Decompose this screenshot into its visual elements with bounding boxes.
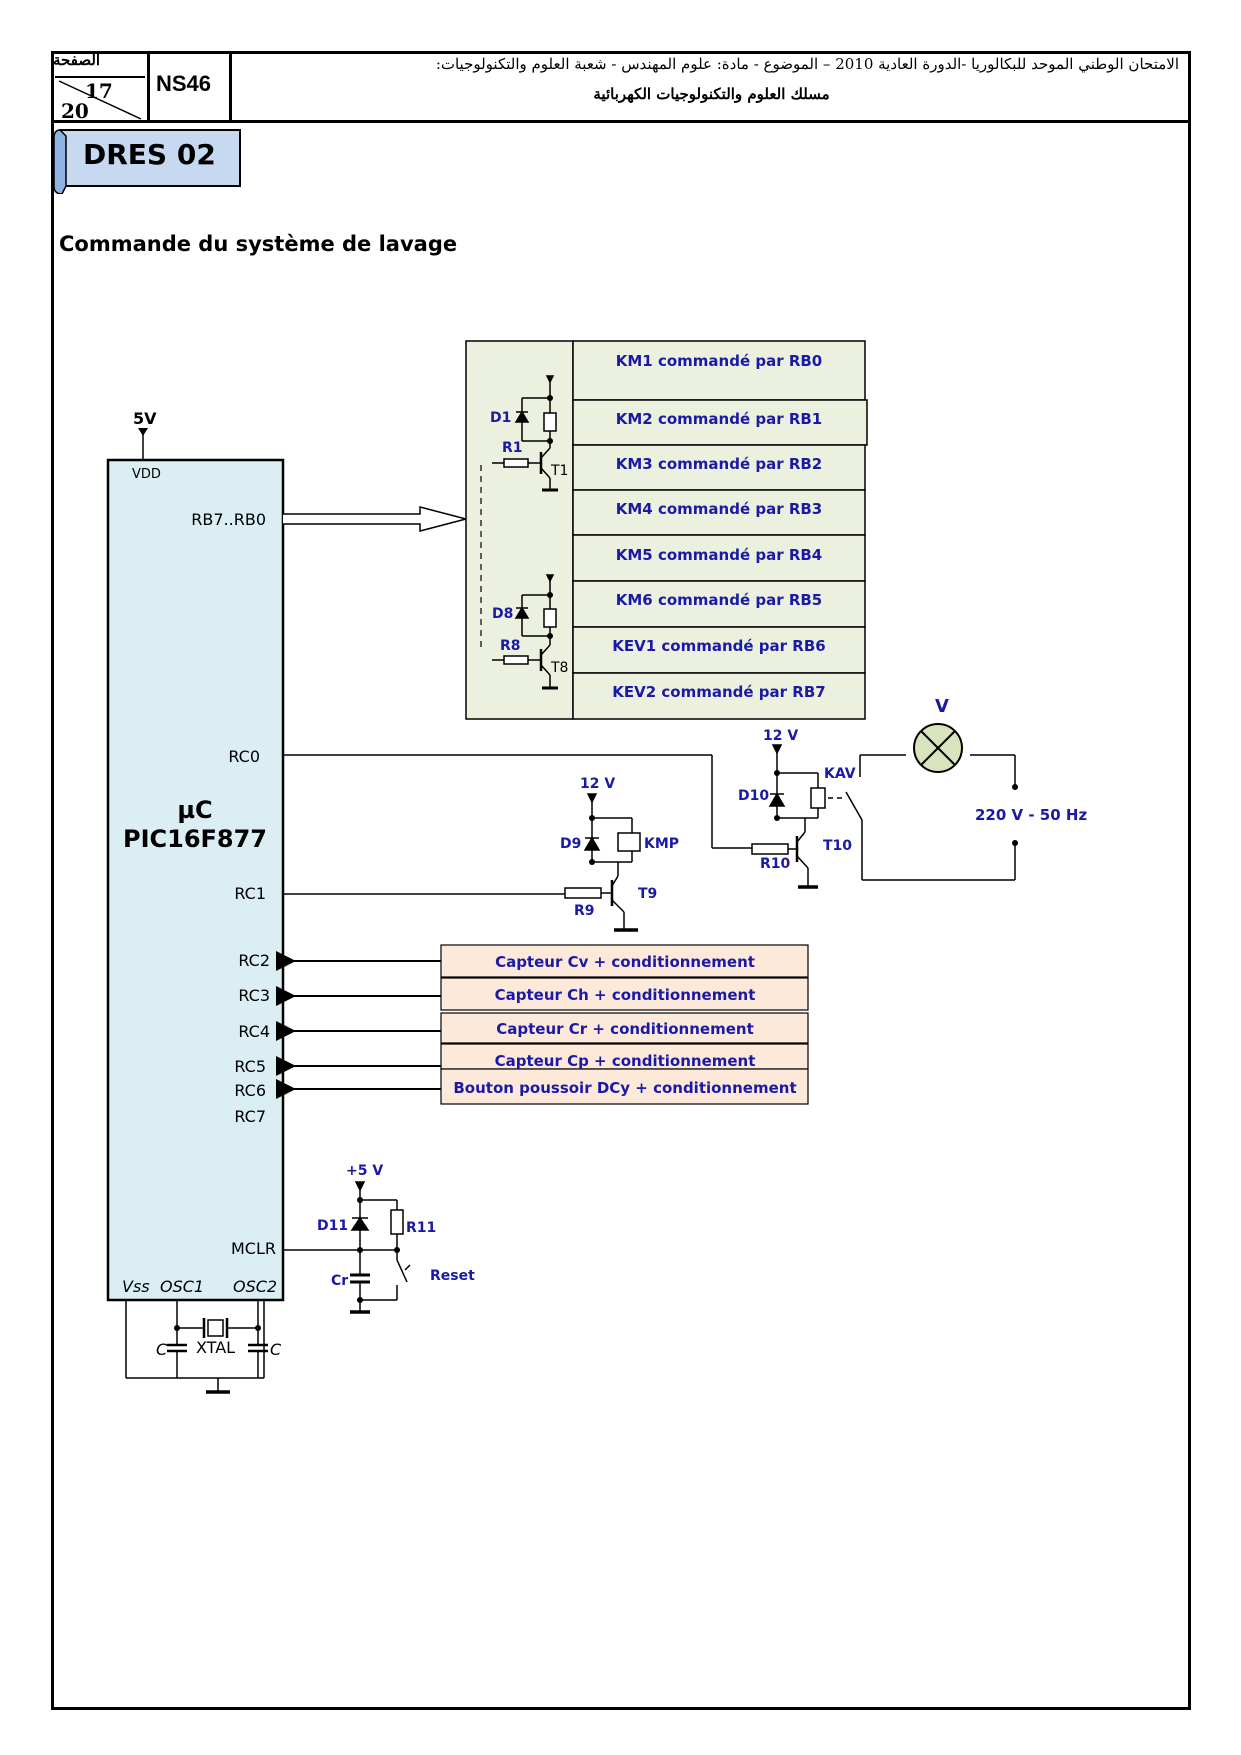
input-1: Capteur Cv + conditionnement [495, 953, 755, 971]
rb-bus-arrow [283, 506, 469, 532]
page-total: 20 [61, 99, 89, 123]
pin-rc1: RC1 [234, 884, 266, 903]
label-d1: D1 [490, 410, 511, 426]
pin-osc1: OSC1 [160, 1277, 204, 1296]
relay-row-6: KM6 commandé par RB5 [616, 591, 823, 609]
label-lamp: V [935, 696, 949, 717]
label-r9: R9 [574, 903, 595, 919]
reset-circuit [283, 1181, 411, 1314]
relay-row-8: KEV2 commandé par RB7 [612, 683, 825, 701]
page-number-box: الصفحة 17 20 [51, 51, 150, 123]
pin-rc4: RC4 [238, 1022, 270, 1041]
label-t10: T10 [823, 838, 852, 854]
label-kmp: KMP [644, 836, 679, 852]
kmp-driver [283, 793, 641, 932]
label-d11: D11 [317, 1218, 348, 1234]
page-frame [51, 51, 1191, 1710]
relay-bank-table [572, 340, 868, 720]
pin-mclr: MCLR [231, 1239, 276, 1258]
pin-vss: Vss [122, 1277, 150, 1296]
pin-osc2: OSC2 [233, 1277, 277, 1296]
label-d8: D8 [492, 606, 513, 622]
pin-rc2: RC2 [238, 951, 270, 970]
mcu-vdd-label: VDD [132, 467, 161, 482]
label-reset: Reset [430, 1268, 475, 1284]
relay-row-1: KM1 commandé par RB0 [616, 352, 823, 370]
rc0-wire [283, 754, 752, 849]
lamp-v [913, 723, 963, 773]
label-t9: T9 [638, 886, 657, 902]
label-kav-supply: 12 V [763, 728, 798, 744]
pin-rb: RB7..RB0 [191, 510, 266, 529]
subject-code: NS46 [156, 71, 212, 96]
input-5: Bouton poussoir DCy + conditionnement [453, 1079, 796, 1097]
pin-rc7: RC7 [234, 1107, 266, 1126]
driver-1 [492, 375, 558, 492]
label-r11: R11 [406, 1220, 436, 1236]
label-t1: T1 [550, 463, 568, 479]
label-r1: R1 [502, 440, 523, 456]
pin-rc6: RC6 [234, 1081, 266, 1100]
exam-title-box: الامتحان الوطني الموحد للبكالوريا -الدور… [232, 51, 1191, 123]
pin-rc0: RC0 [228, 747, 260, 766]
relay-row-4: KM4 commandé par RB3 [616, 500, 823, 518]
input-3: Capteur Cr + conditionnement [496, 1020, 753, 1038]
label-d10: D10 [738, 788, 769, 804]
relay-row-3: KM3 commandé par RB2 [616, 455, 823, 473]
mcu-body [106, 458, 285, 1302]
label-cr: Cr [331, 1273, 348, 1289]
page-current: 17 [85, 79, 113, 103]
input-arrows [276, 951, 441, 1099]
pin-rc3: RC3 [238, 986, 270, 1005]
relay-row-5: KM5 commandé par RB4 [616, 546, 823, 564]
relay-row-2: KM2 commandé par RB1 [616, 410, 823, 428]
label-kav: KAV [824, 766, 856, 782]
label-kmp-supply: 12 V [580, 776, 615, 792]
label-c-right: C [270, 1340, 282, 1359]
doc-label-scroll [54, 129, 241, 194]
subject-code-box: NS46 [150, 51, 232, 123]
exam-title-line2: مسلك العلوم والتكنولوجيات الكهربائية [593, 85, 830, 103]
input-boxes [440, 944, 809, 1105]
mcu-supply-label: 5V [133, 409, 157, 428]
label-reset-supply: +5 V [346, 1163, 383, 1179]
page-number-diagonal [55, 76, 145, 120]
pin-rc5: RC5 [234, 1057, 266, 1076]
input-2: Capteur Ch + conditionnement [495, 986, 756, 1004]
input-4: Capteur Cp + conditionnement [495, 1052, 756, 1070]
label-t8: T8 [550, 660, 568, 676]
label-mains: 220 V - 50 Hz [975, 806, 1087, 824]
exam-title-line1: الامتحان الوطني الموحد للبكالوريا -الدور… [435, 55, 1179, 73]
mcu-name-1: µC [177, 796, 212, 824]
label-d9: D9 [560, 836, 581, 852]
section-title: Commande du système de lavage [59, 232, 458, 256]
mcu-name-2: PIC16F877 [123, 825, 267, 853]
label-r10: R10 [760, 856, 791, 872]
doc-label: DRES 02 [83, 138, 216, 171]
page-word: الصفحة [53, 51, 101, 69]
label-xtal: XTAL [196, 1338, 235, 1357]
label-c-left: C [156, 1340, 168, 1359]
relay-row-7: KEV1 commandé par RB6 [612, 637, 825, 655]
relay-table-labels: KM1 commandé par RB0 KM2 commandé par RB… [612, 352, 825, 701]
kav-driver [751, 744, 1016, 889]
label-r8: R8 [500, 638, 521, 654]
driver-8 [492, 574, 558, 690]
